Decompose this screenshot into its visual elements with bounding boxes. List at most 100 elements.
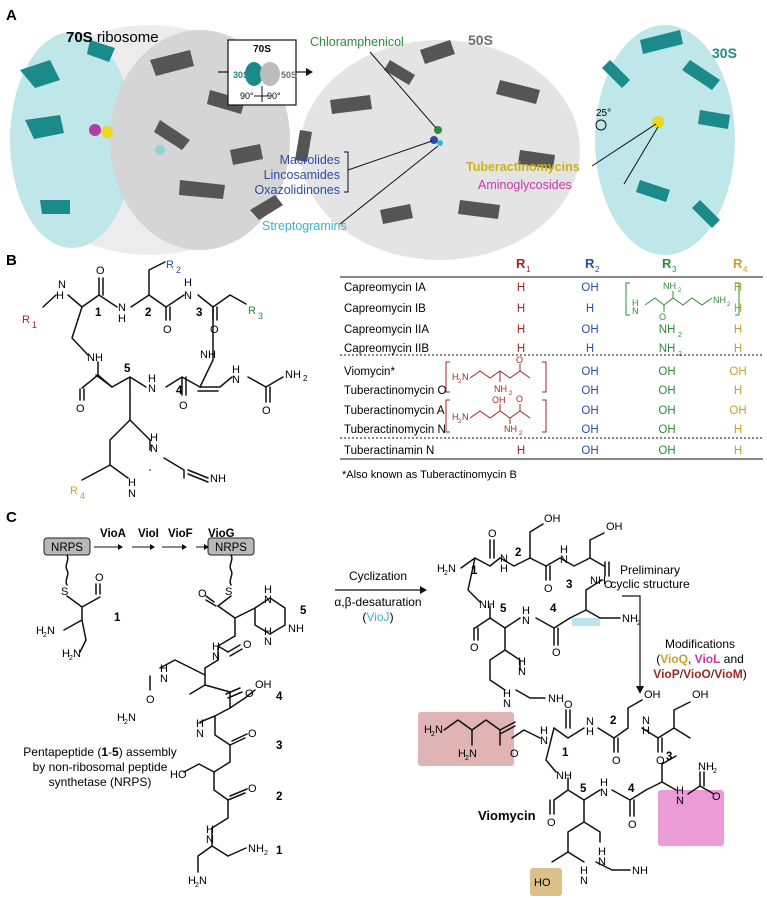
cell-r2: OH: [581, 324, 598, 336]
ribosome-30s-image: [595, 25, 735, 255]
svg-text:2: 2: [713, 768, 717, 775]
svg-text:N: N: [522, 615, 530, 627]
svg-text:O: O: [179, 400, 188, 412]
svg-text:N: N: [206, 834, 214, 846]
svg-text:50S: 50S: [281, 70, 297, 80]
svg-text:R: R: [166, 259, 174, 271]
preliminary-atoms: H 2 N O 1 N H 2 OH O H N 3 OH O NH O 5 H…: [437, 513, 641, 710]
svg-text:N: N: [676, 795, 684, 807]
svg-text:S: S: [225, 586, 232, 598]
svg-text:2: 2: [519, 431, 523, 437]
svg-text:N: N: [160, 673, 168, 685]
cyclization-arrow: Cyclization α,β-desaturation (VioJ): [334, 569, 427, 624]
cell-r3: OH: [658, 424, 675, 436]
svg-text:2: 2: [595, 265, 600, 274]
svg-text:OH: OH: [606, 521, 623, 533]
svg-text:NH: NH: [556, 770, 572, 782]
svg-text:1: 1: [95, 307, 102, 319]
cell-r2: OH: [581, 282, 598, 294]
svg-text:R: R: [22, 314, 30, 326]
svg-text:H: H: [452, 372, 459, 382]
cell-r1: H: [517, 303, 525, 315]
svg-text:N: N: [500, 553, 508, 565]
cell-r2: OH: [581, 405, 598, 417]
svg-text:1: 1: [114, 612, 121, 624]
svg-text:HO: HO: [534, 877, 551, 889]
svg-text:2: 2: [124, 719, 128, 726]
svg-text:H: H: [232, 364, 240, 376]
cell-r3: OH: [658, 366, 675, 378]
svg-text:O: O: [656, 755, 665, 767]
svg-text:O: O: [712, 791, 721, 803]
svg-text:O: O: [163, 324, 172, 336]
svg-text:H: H: [642, 725, 650, 737]
svg-text:1: 1: [32, 320, 37, 330]
svg-text:H: H: [500, 563, 508, 575]
svg-text:Pentapeptide (1-5) assembly: Pentapeptide (1-5) assembly: [23, 745, 176, 759]
svg-text:NH: NH: [663, 281, 676, 291]
svg-text:N: N: [128, 712, 136, 724]
capreomycin-core-structure: [42, 261, 284, 483]
svg-text:N: N: [212, 651, 220, 663]
nrps-module-end: NRPS: [207, 537, 255, 556]
svg-text:N: N: [264, 594, 272, 606]
svg-text:4: 4: [80, 491, 85, 501]
ribosome-inset: 70S 30S 50S 90° 90°: [218, 39, 313, 106]
svg-text:N: N: [642, 715, 650, 727]
cell-r4: OH: [729, 366, 746, 378]
svg-text:N: N: [462, 412, 469, 422]
svg-text:H: H: [424, 724, 432, 736]
svg-text:N: N: [469, 748, 477, 760]
cell-r4: H: [734, 385, 742, 397]
svg-text:N: N: [118, 302, 126, 314]
svg-text:H: H: [632, 298, 639, 308]
svg-text:2: 2: [69, 655, 73, 662]
capreomycin-atom-labels: R 1 H N O 1 N H 2 R 2 O H N 3 R 3 O NH N…: [22, 259, 308, 501]
cell-r4: H: [734, 445, 742, 457]
svg-text:2: 2: [610, 715, 616, 727]
svg-text:2: 2: [458, 379, 462, 385]
svg-text:Modifications: Modifications: [665, 637, 735, 651]
cell-r1: H: [517, 343, 525, 355]
svg-text:N: N: [560, 554, 568, 566]
svg-text:2: 2: [431, 731, 435, 738]
svg-text:1: 1: [526, 265, 531, 274]
svg-text:O: O: [146, 694, 155, 706]
svg-text:O: O: [210, 324, 219, 336]
svg-text:3: 3: [258, 311, 263, 321]
cell-r4: H: [734, 324, 742, 336]
svg-text:2: 2: [195, 882, 199, 889]
svg-text:90°: 90°: [267, 91, 281, 101]
svg-text:OH: OH: [644, 689, 661, 701]
svg-text:H: H: [212, 641, 220, 653]
svg-text:H: H: [518, 656, 526, 668]
svg-text:H: H: [452, 412, 459, 422]
compound-name: Tuberactinomycin N: [344, 424, 446, 436]
label-macrolides: Macrolides: [280, 153, 340, 167]
cell-subscript: 2: [678, 332, 682, 339]
svg-text:H: H: [676, 785, 684, 797]
svg-text:OH: OH: [492, 395, 506, 405]
svg-text:O: O: [612, 755, 621, 767]
svg-text:O: O: [510, 748, 519, 760]
svg-text:N: N: [518, 666, 526, 678]
svg-text:H: H: [540, 725, 548, 737]
svg-text:5: 5: [300, 605, 307, 617]
cell-r4: H: [734, 343, 742, 355]
svg-text:H: H: [184, 277, 192, 289]
preliminary-cyclic-structure: [460, 523, 621, 699]
svg-text:H: H: [188, 875, 196, 887]
modifications-arrow: Modifications (VioQ, VioL and VioP/VioO/…: [622, 595, 747, 694]
svg-text:NH: NH: [504, 424, 517, 434]
svg-text:O: O: [262, 405, 271, 417]
svg-text:O: O: [564, 699, 573, 711]
svg-text:O: O: [628, 819, 637, 831]
svg-text:O: O: [659, 312, 666, 322]
svg-text:OH: OH: [544, 513, 561, 525]
svg-text:(VioQ, VioL and: (VioQ, VioL and: [656, 652, 744, 666]
svg-text:NH: NH: [622, 613, 638, 625]
